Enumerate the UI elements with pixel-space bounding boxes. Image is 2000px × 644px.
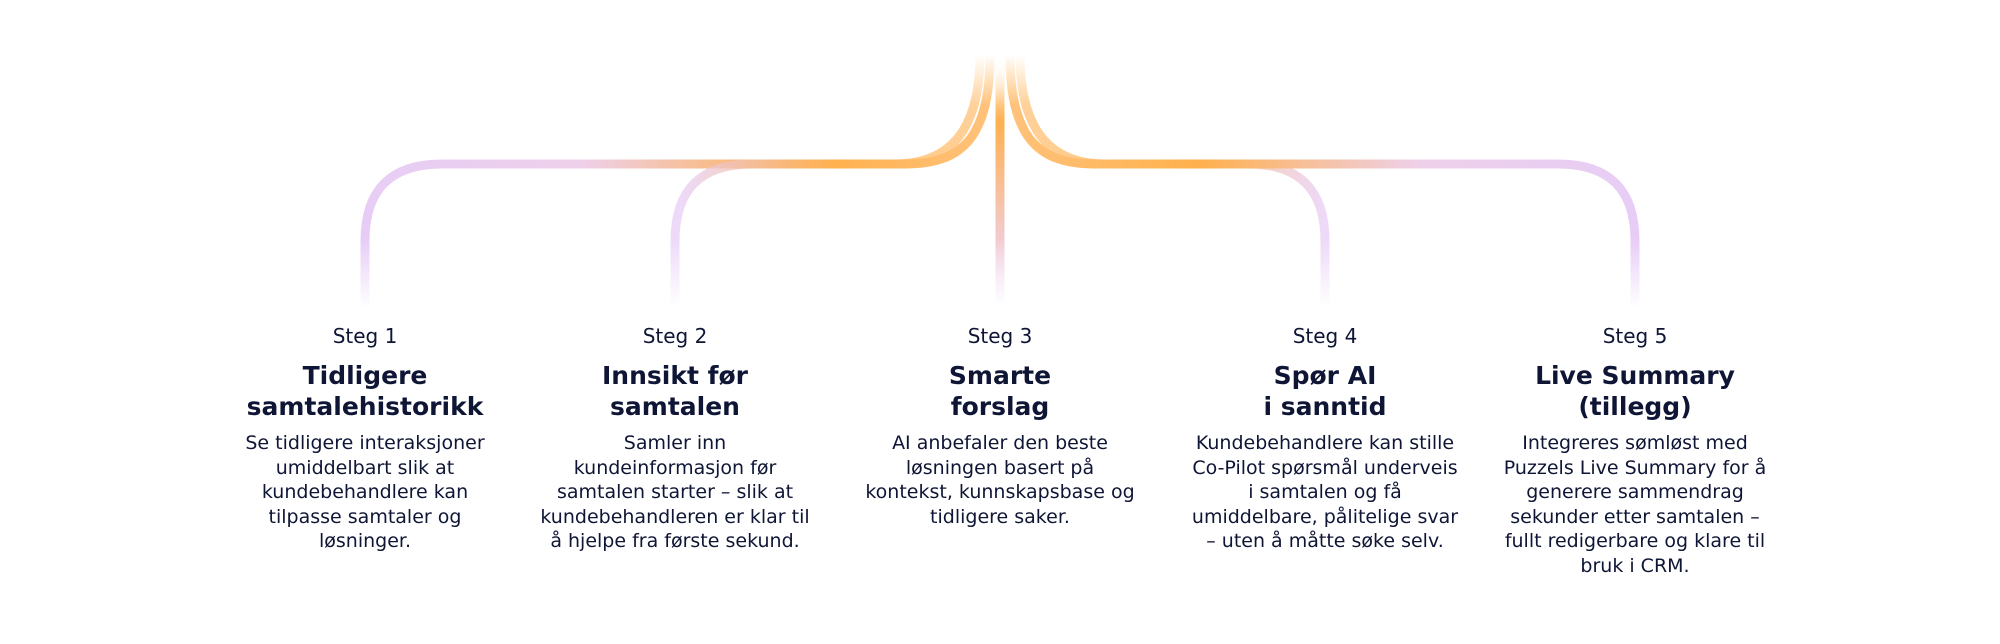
step-5: Steg 5 Live Summary (tillegg) Integreres… <box>1500 323 1770 578</box>
step-title-line: samtalehistorikk <box>246 392 484 421</box>
step-description: Kundebehandlere kan stille Co-Pilot spør… <box>1191 432 1459 552</box>
step-title: Live Summary (tillegg) <box>1500 360 1770 422</box>
step-4: Steg 4 Spør AI i sanntid Kundebehandlere… <box>1190 323 1460 554</box>
step-title-line: forslag <box>950 392 1050 421</box>
step-description: Integreres sømløst med Puzzels Live Summ… <box>1503 432 1767 577</box>
connector-line-step-4 <box>1015 50 1330 310</box>
step-number-label: Steg 3 <box>967 324 1033 348</box>
step-description: Samler inn kundeinformasjon før samtalen… <box>540 432 810 552</box>
step-description: AI anbefaler den beste løsningen basert … <box>865 432 1135 528</box>
connector-line-step-2 <box>670 50 985 310</box>
step-number-label: Steg 5 <box>1602 324 1668 348</box>
step-number-label: Steg 4 <box>1292 324 1358 348</box>
step-1: Steg 1 Tidligere samtalehistorikk Se tid… <box>230 323 500 554</box>
step-title: Spør AI i sanntid <box>1190 360 1460 422</box>
step-title: Smarte forslag <box>865 360 1135 422</box>
step-title-line: samtalen <box>610 392 740 421</box>
step-title-line: (tillegg) <box>1578 392 1692 421</box>
step-title-line: Innsikt før <box>601 361 748 390</box>
step-number-label: Steg 2 <box>642 324 708 348</box>
connector-line-step-5 <box>1005 50 1640 310</box>
step-3: Steg 3 Smarte forslag AI anbefaler den b… <box>865 323 1135 529</box>
step-title: Innsikt før samtalen <box>540 360 810 422</box>
step-title-line: Smarte <box>948 361 1052 390</box>
step-number-label: Steg 1 <box>332 324 398 348</box>
step-2: Steg 2 Innsikt før samtalen Samler inn k… <box>540 323 810 554</box>
step-title-line: Spør AI <box>1273 361 1377 390</box>
step-title-line: Tidligere <box>302 361 428 390</box>
step-title: Tidligere samtalehistorikk <box>230 360 500 422</box>
branch-connector-graphic <box>360 50 1640 310</box>
step-title-line: Live Summary <box>1535 361 1735 390</box>
step-description: Se tidligere interaksjoner umiddelbart s… <box>245 432 485 552</box>
step-title-line: i sanntid <box>1263 392 1387 421</box>
